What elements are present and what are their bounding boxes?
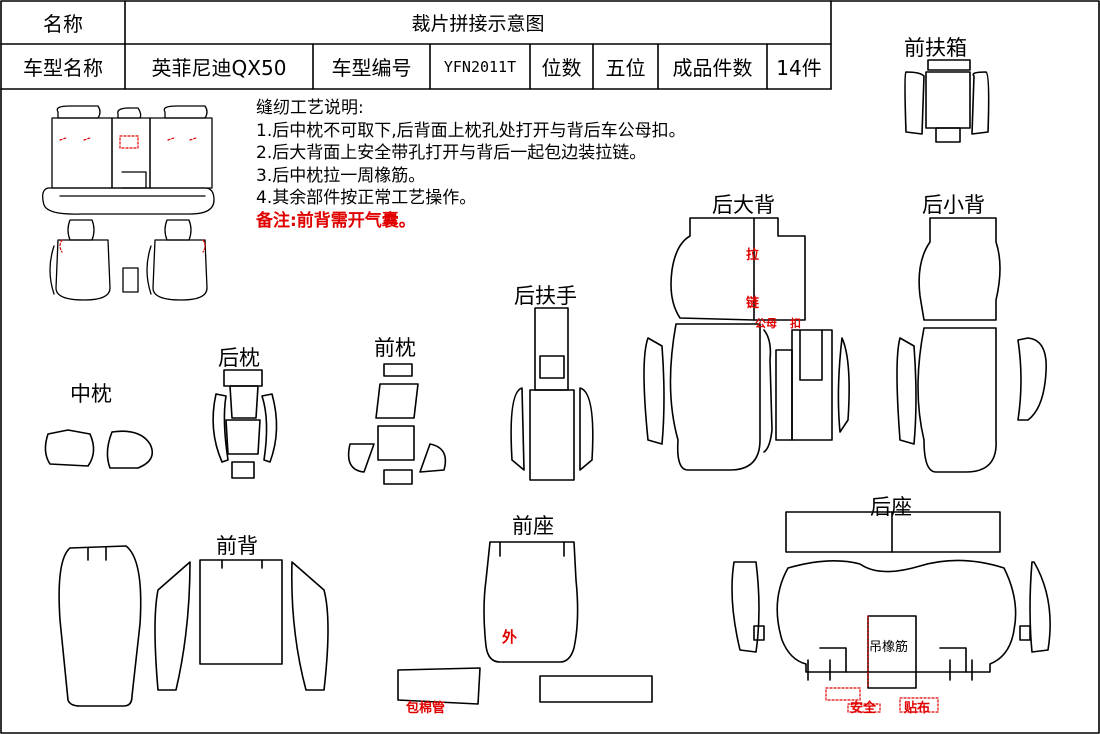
label-front-seat: 前座 — [512, 514, 554, 538]
model-name-label-cell: 车型名称 — [23, 56, 103, 80]
note-item: 2.后大背面上安全带孔打开与背后一起包边装拉链。 — [256, 143, 647, 163]
note-item: 4.其余部件按正常工艺操作。 — [256, 188, 477, 208]
rear-large-back-pattern — [643, 217, 850, 471]
sewing-notes: 缝纫工艺说明: 1.后中枕不可取下,后背面上枕孔处打开与背后车公母扣。 2.后大… — [256, 97, 686, 232]
rear-seat-pattern — [731, 511, 1051, 689]
notes-remark: 备注:前背需开气囊。 — [256, 210, 416, 231]
label-rear-small-back: 后小背 — [922, 193, 985, 217]
label-front-back: 前背 — [216, 534, 258, 558]
label-front-headrest: 前枕 — [374, 336, 416, 360]
annotation-zipper-bottom: 链 — [746, 296, 760, 311]
annotation-snap-left: 公母 — [755, 317, 777, 330]
annotation-elastic: 吊橡筋 — [869, 640, 909, 655]
front-seat-pattern — [397, 541, 653, 705]
middle-headrest-pattern — [44, 429, 154, 469]
annotation-safety: 安全 — [850, 701, 877, 716]
label-rear-large-back: 后大背 — [712, 193, 775, 217]
annotation-outer: 外 — [502, 628, 518, 646]
rear-headrest-pattern — [212, 369, 278, 479]
sheet-title: 裁片拼接示意图 — [411, 13, 545, 35]
name-label-cell: 名称 — [43, 12, 83, 36]
piece-count-label-cell: 成品件数 — [672, 56, 753, 80]
note-item: 1.后中枕不可取下,后背面上枕孔处打开与背后车公母扣。 — [256, 120, 686, 141]
label-rear-armrest: 后扶手 — [514, 284, 577, 308]
front-headrest-pattern — [347, 363, 447, 485]
annotation-snap-right: 扣 — [790, 317, 801, 330]
label-middle-headrest: 中枕 — [70, 382, 112, 406]
annotation-zipper-top: 拉 — [746, 248, 760, 263]
seat-overview-drawing — [42, 105, 215, 301]
seat-overview-red-marks — [59, 135, 206, 253]
label-front-armrest-box: 前扶箱 — [904, 36, 967, 60]
front-armrest-box-pattern — [904, 59, 990, 143]
piece-count-value-cell: 14件 — [776, 56, 822, 80]
annotation-sticker: 贴布 — [904, 701, 931, 716]
front-back-pattern — [58, 545, 329, 707]
notes-heading: 缝纫工艺说明: — [256, 98, 364, 118]
rear-seat-red-details — [825, 615, 939, 713]
label-rear-seat: 后座 — [870, 495, 912, 519]
label-rear-headrest: 后枕 — [218, 346, 260, 370]
model-code-cell: YFN2011T — [443, 57, 517, 76]
note-item: 3.后中枕拉一周橡筋。 — [256, 165, 426, 186]
model-name-cell: 英菲尼迪QX50 — [151, 56, 287, 80]
rear-armrest-pattern — [510, 307, 594, 481]
rear-small-back-pattern — [896, 217, 1047, 473]
seats-label-cell: 位数 — [541, 56, 582, 80]
model-code-label-cell: 车型编号 — [331, 56, 412, 80]
seats-value-cell: 五位 — [605, 56, 646, 80]
annotation-piping: 包棉管 — [406, 701, 446, 716]
